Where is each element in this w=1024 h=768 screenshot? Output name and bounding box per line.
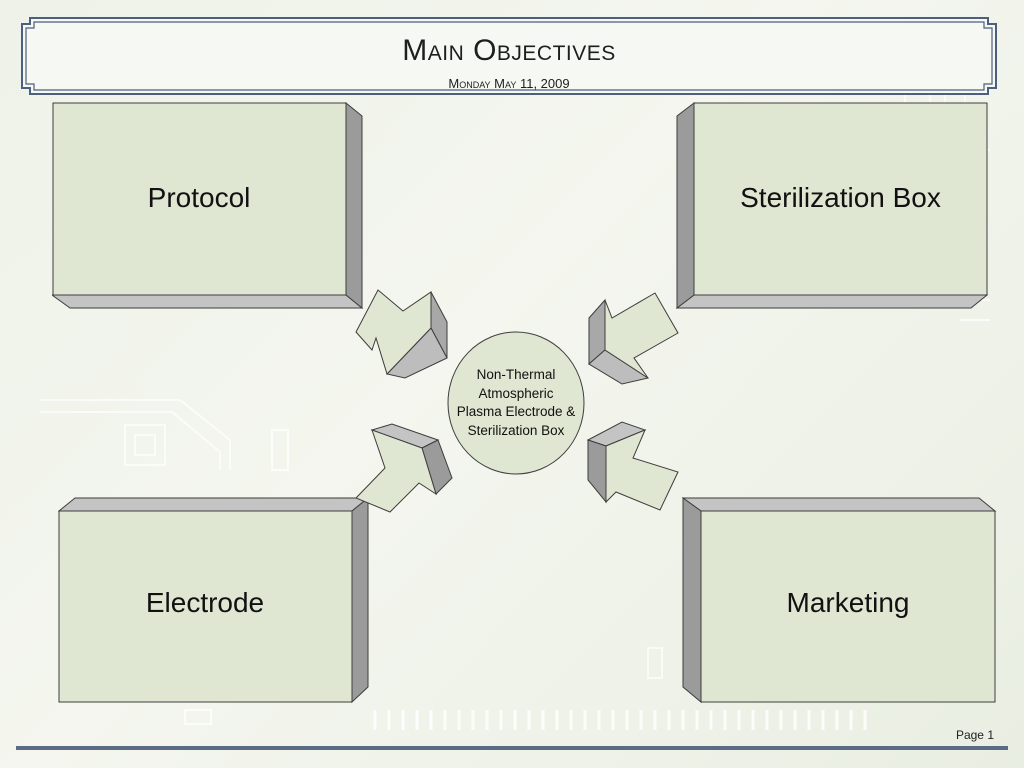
page-subtitle: Monday May 11, 2009: [448, 76, 570, 91]
arrow-top-right: [588, 292, 679, 385]
center-label-line-3: Plasma Electrode &: [456, 404, 576, 419]
center-label-line-1: Non-Thermal: [476, 367, 556, 382]
title-banner-frame: [21, 17, 997, 95]
title-banner: Main Objectives Monday May 11, 2009: [18, 16, 1000, 96]
sterilization-box-label: Sterilization Box: [740, 182, 941, 213]
arrow-bottom-right: [586, 421, 679, 511]
center-node: Non-Thermal Atmospheric Plasma Electrode…: [446, 330, 586, 476]
center-label: Non-Thermal Atmospheric Plasma Electrode…: [446, 366, 586, 440]
electrode-box: Electrode: [58, 497, 372, 705]
marketing-label: Marketing: [786, 587, 910, 618]
page-title: Main Objectives: [402, 34, 616, 67]
electrode-label: Electrode: [145, 587, 265, 618]
center-ellipse: [447, 331, 585, 475]
center-label-line-4: Sterilization Box: [467, 422, 565, 438]
protocol-box: Protocol: [52, 102, 364, 310]
arrow-bottom-left: [355, 423, 453, 513]
center-label-line-2: Atmospheric: [478, 385, 554, 401]
arrow-top-left: [355, 289, 448, 379]
page-number: Page 1: [955, 728, 994, 742]
sterilization-box-box: Sterilization Box: [676, 102, 988, 310]
marketing-box: Marketing: [682, 497, 998, 705]
protocol-label: Protocol: [147, 182, 251, 213]
footer-rule: [16, 746, 1008, 750]
